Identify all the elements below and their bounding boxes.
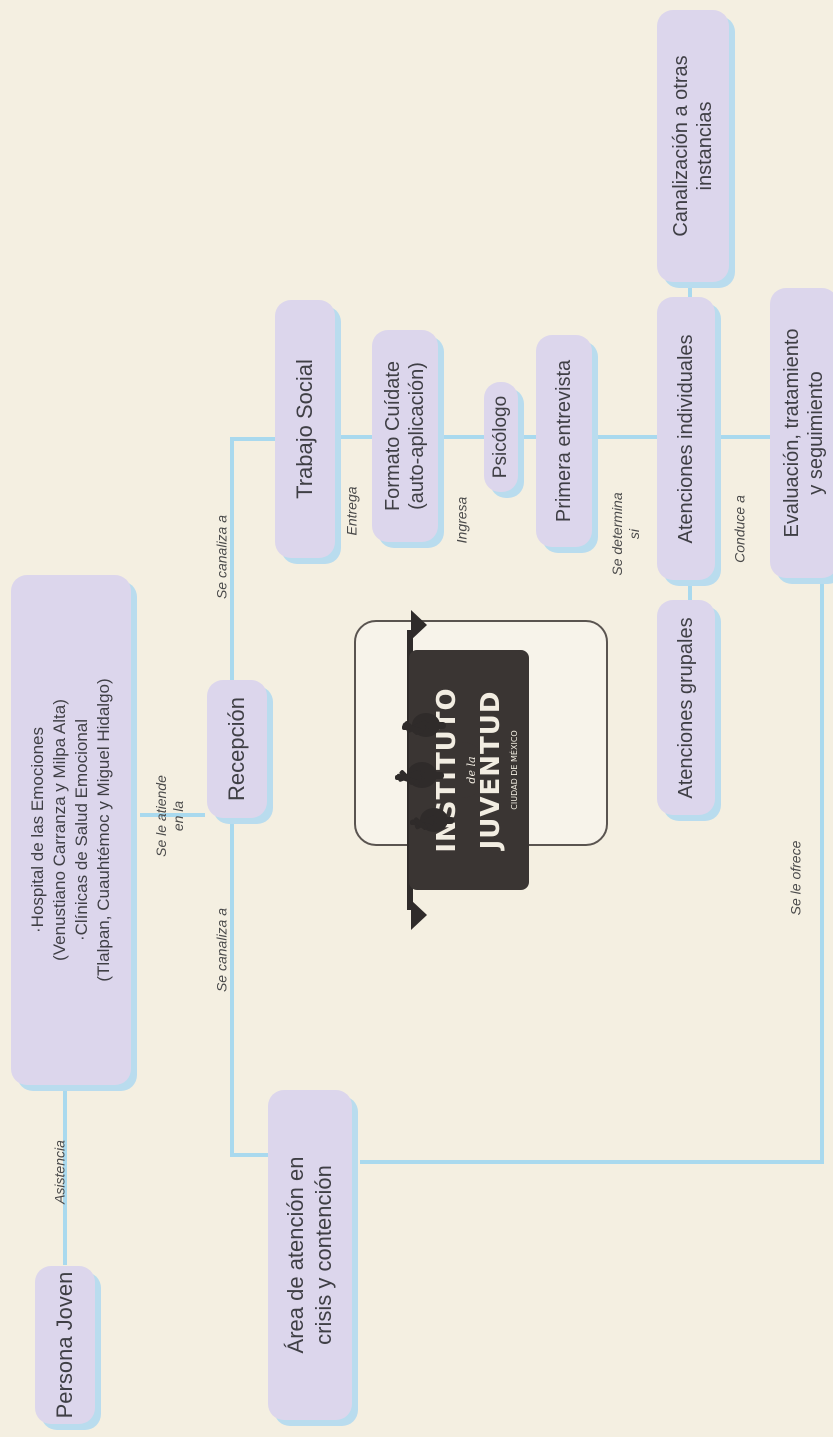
node-canalizacion-text: Canalización a otras instancias <box>670 55 716 237</box>
label-se-le-atiende: Se le atiende en la <box>153 775 186 857</box>
logo-line4: CIUDAD DE MÉXICO <box>508 730 519 809</box>
node-evaluacion-text: Evaluación, tratamiento y seguimiento <box>781 328 827 538</box>
logo-line2: de la <box>465 756 478 783</box>
edge-evaluacion-crisis <box>360 580 824 1164</box>
label-entrega: Entrega <box>343 486 360 536</box>
node-persona-joven-text: Persona Joven <box>52 1271 77 1419</box>
node-atenciones-individuales: Atenciones individuales <box>657 297 715 580</box>
node-psicologo-text: Psicólogo <box>490 395 511 479</box>
node-atenciones-grupales-text: Atenciones grupales <box>675 616 697 799</box>
node-atenciones-individuales-text: Atenciones individuales <box>675 333 697 544</box>
edge-recepcion-ts <box>230 437 275 680</box>
node-canalizacion: Canalización a otras instancias <box>657 10 729 282</box>
instituto-juventud-logo: INSTITUTO de la JUVENTUD CIUDAD DE MÉXIC… <box>395 610 529 930</box>
label-asistencia: Asistencia <box>51 1140 68 1204</box>
node-hospital-text: ·Hospital de las Emociones (Venustiano C… <box>28 678 113 982</box>
node-primera-entrevista-text: Primera entrevista <box>553 359 575 523</box>
node-formato-cuidate: Formato Cuídate (auto-aplicación) <box>372 330 438 542</box>
label-se-le-ofrece: Se le ofrece <box>787 840 804 916</box>
label-ingresa: Ingresa <box>453 496 470 544</box>
node-recepcion-text: Recepción <box>224 697 249 801</box>
node-atenciones-grupales: Atenciones grupales <box>657 600 715 815</box>
node-psicologo: Psicólogo <box>484 382 518 492</box>
edge-recepcion-crisis <box>230 818 268 1157</box>
node-trabajo-social: Trabajo Social <box>275 300 335 558</box>
label-se-canaliza-a-ts: Se canaliza a <box>213 514 230 600</box>
node-evaluacion: Evaluación, tratamiento y seguimiento <box>770 288 833 578</box>
label-conduce-a: Conduce a <box>731 495 748 563</box>
node-area-crisis: Área de atención en crisis y contención <box>268 1090 352 1420</box>
hands-icon <box>395 713 454 832</box>
node-primera-entrevista: Primera entrevista <box>536 335 592 547</box>
node-formato-cuidate-text: Formato Cuídate (auto-aplicación) <box>382 360 428 512</box>
node-recepcion: Recepción <box>207 680 267 818</box>
node-hospital: ·Hospital de las Emociones (Venustiano C… <box>11 575 131 1085</box>
label-se-determina: Se determina si <box>609 492 642 576</box>
node-area-crisis-text: Área de atención en crisis y contención <box>283 1156 336 1354</box>
label-se-canaliza-a-crisis: Se canaliza a <box>213 907 230 993</box>
node-trabajo-social-text: Trabajo Social <box>292 359 317 499</box>
node-persona-joven: Persona Joven <box>35 1266 95 1424</box>
logo-line3: JUVENTUD <box>476 691 506 852</box>
